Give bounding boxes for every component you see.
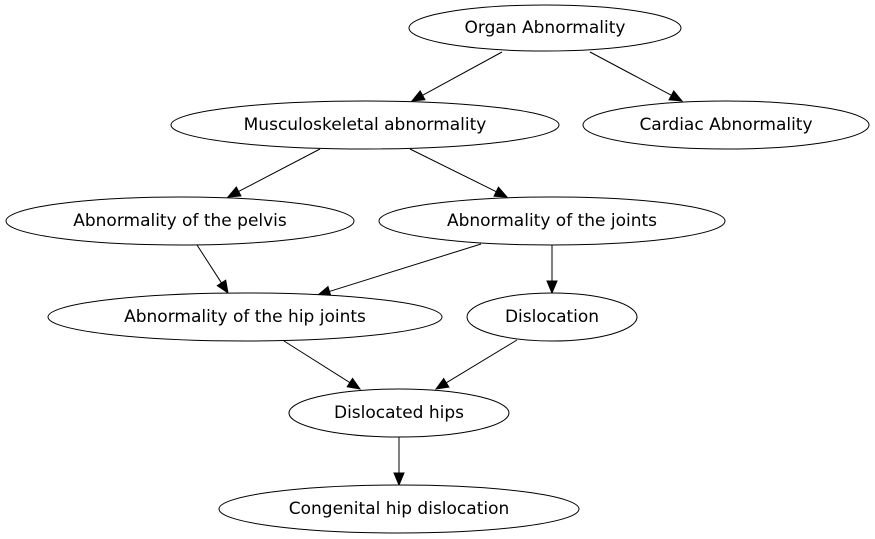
node-dislocation[interactable]: Dislocation xyxy=(466,292,638,342)
node-organ-abnormality-ellipse xyxy=(408,4,682,52)
node-abnormality-of-the-joints[interactable]: Abnormality of the joints xyxy=(378,196,726,246)
node-abnormality-of-the-pelvis-ellipse xyxy=(5,196,355,246)
edge-dislocation-to-dislocatedhips xyxy=(446,339,518,384)
node-abnormality-of-the-joints-label: Abnormality of the joints xyxy=(447,211,657,231)
edge-musculo-to-joints xyxy=(409,148,497,193)
node-dislocated-hips-ellipse xyxy=(288,388,510,438)
node-musculoskeletal-abnormality-label: Musculoskeletal abnormality xyxy=(244,115,487,135)
edge-hipjoints-to-dislocatedhips xyxy=(283,340,351,384)
node-abnormality-of-the-hip-joints-ellipse xyxy=(47,292,443,342)
edges-layer xyxy=(196,51,684,487)
node-dislocated-hips[interactable]: Dislocated hips xyxy=(288,388,510,438)
arrowhead-pelvis-to-hipjoints xyxy=(216,279,229,295)
arrowhead-organ-to-cardiac xyxy=(668,90,684,102)
node-abnormality-of-the-hip-joints-label: Abnormality of the hip joints xyxy=(124,307,366,327)
edge-organ-to-cardiac xyxy=(589,51,672,96)
arrowhead-dislocatedhips-to-congenital xyxy=(393,472,405,487)
node-cardiac-abnormality-label: Cardiac Abnormality xyxy=(639,115,812,135)
arrowhead-dislocation-to-dislocatedhips xyxy=(434,377,450,390)
edge-organ-to-musculo xyxy=(422,51,503,96)
node-musculoskeletal-abnormality-ellipse xyxy=(170,100,560,150)
edge-pelvis-to-hipjoints xyxy=(196,244,222,284)
arrowhead-hipjoints-to-dislocatedhips xyxy=(346,377,362,390)
node-abnormality-of-the-pelvis-label: Abnormality of the pelvis xyxy=(73,211,287,231)
node-musculoskeletal-abnormality[interactable]: Musculoskeletal abnormality xyxy=(170,100,560,150)
node-abnormality-of-the-joints-ellipse xyxy=(378,196,726,246)
node-dislocation-label: Dislocation xyxy=(505,307,599,327)
node-dislocated-hips-label: Dislocated hips xyxy=(334,403,464,423)
node-cardiac-abnormality[interactable]: Cardiac Abnormality xyxy=(582,100,870,150)
node-congenital-hip-dislocation-ellipse xyxy=(218,484,580,534)
node-congenital-hip-dislocation[interactable]: Congenital hip dislocation xyxy=(218,484,580,534)
node-abnormality-of-the-pelvis[interactable]: Abnormality of the pelvis xyxy=(5,196,355,246)
node-organ-abnormality[interactable]: Organ Abnormality xyxy=(408,4,682,52)
node-abnormality-of-the-hip-joints[interactable]: Abnormality of the hip joints xyxy=(47,292,443,342)
edge-musculo-to-pelvis xyxy=(238,148,321,192)
arrowhead-musculo-to-joints xyxy=(493,186,509,198)
node-cardiac-abnormality-ellipse xyxy=(582,100,870,150)
edge-joints-to-hipjoints xyxy=(329,243,482,292)
node-organ-abnormality-label: Organ Abnormality xyxy=(465,18,626,38)
arrowhead-organ-to-musculo xyxy=(410,89,426,102)
arrowhead-joints-to-dislocation xyxy=(546,280,558,295)
node-dislocation-ellipse xyxy=(466,292,638,342)
node-congenital-hip-dislocation-label: Congenital hip dislocation xyxy=(289,499,510,519)
arrowhead-musculo-to-pelvis xyxy=(226,186,242,198)
